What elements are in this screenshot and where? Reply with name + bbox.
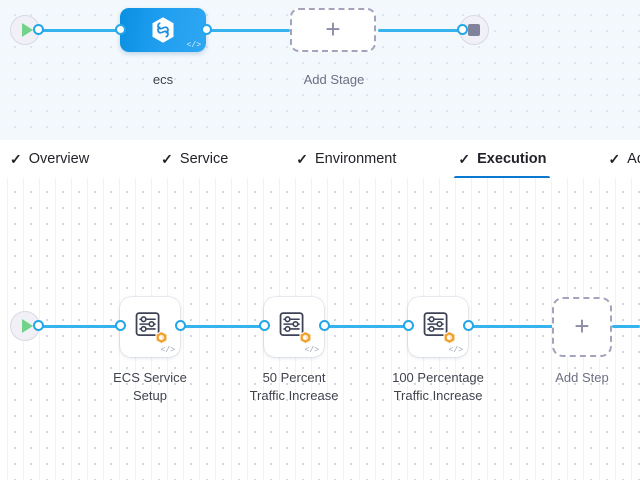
step-settings-icon <box>423 312 448 337</box>
add-stage-button[interactable]: + <box>290 8 376 52</box>
exec-wire-start-to-step1 <box>32 325 124 328</box>
step1-output-port[interactable] <box>175 320 186 331</box>
exec-wire-step1-to-step2 <box>180 325 266 328</box>
stage-ecs-output-port[interactable] <box>201 24 212 35</box>
pipeline-stage-canvas[interactable]: </> ecs + Add Stage <box>0 0 640 140</box>
orange-hexagon-badge <box>443 330 456 345</box>
tab-execution[interactable]: ✓ Execution <box>448 140 556 179</box>
tab-advanced[interactable]: ✓ Advanced <box>598 140 640 178</box>
stage-node-ecs[interactable]: </> <box>120 8 206 52</box>
tab-environment-label: Environment <box>315 151 397 167</box>
step2-input-port[interactable] <box>259 320 270 331</box>
step-node-50-percent-traffic-increase[interactable]: </> <box>264 297 324 357</box>
orange-hexagon-badge <box>155 330 168 345</box>
exec-wire-step2-to-step3 <box>322 325 410 328</box>
tab-service-label: Service <box>179 151 229 167</box>
add-step-button[interactable]: + <box>552 297 612 357</box>
stage-wire-ecs-to-addstage <box>208 29 290 32</box>
exec-wire-step3-to-addstep <box>466 325 554 328</box>
check-icon: ✓ <box>458 151 471 167</box>
step-node-100-percentage-traffic-increase[interactable]: </> <box>408 297 468 357</box>
stop-icon <box>468 24 480 36</box>
check-icon: ✓ <box>608 151 621 167</box>
plus-icon: + <box>325 14 341 44</box>
exec-start-port[interactable] <box>33 320 44 331</box>
step-node-label: ECS Service Setup <box>113 370 187 403</box>
tab-execution-label: Execution <box>477 151 547 167</box>
orange-hexagon-badge <box>299 330 312 345</box>
tab-environment[interactable]: ✓ Environment <box>286 140 406 178</box>
stage-ecs-input-port[interactable] <box>115 24 126 35</box>
plus-icon: + <box>574 311 590 341</box>
stage-wire-addstage-to-end <box>378 29 464 32</box>
tab-service[interactable]: ✓ Service <box>151 140 238 178</box>
step3-input-port[interactable] <box>403 320 414 331</box>
code-glyph-icon: </> <box>304 346 319 355</box>
stage-node-ecs-label: ecs <box>152 72 174 87</box>
tab-overview-label: Overview <box>28 151 90 167</box>
step-settings-icon <box>279 312 304 337</box>
exec-wire-addstep-outgoing <box>612 325 640 328</box>
step2-output-port[interactable] <box>319 320 330 331</box>
tab-advanced-label: Advanced <box>627 151 640 167</box>
tab-overview[interactable]: ✓ Overview <box>0 140 99 178</box>
step3-output-port[interactable] <box>463 320 474 331</box>
stage-wire-start-to-ecs <box>32 29 124 32</box>
code-glyph-icon: </> <box>448 346 463 355</box>
play-icon <box>21 319 33 333</box>
code-glyph-icon: </> <box>160 346 175 355</box>
check-icon: ✓ <box>296 151 308 167</box>
add-step-label: Add Step <box>555 370 609 385</box>
add-stage-label: Add Stage <box>303 72 365 87</box>
step-node-label: 100 Percentage Traffic Increase <box>392 370 484 403</box>
stage-config-tabs[interactable]: ✓ Overview ✓ Service ✓ Environment ✓ Exe… <box>0 140 640 179</box>
step1-input-port[interactable] <box>115 320 126 331</box>
execution-steps-canvas[interactable]: </> ECS Service Setup <box>0 178 640 480</box>
stage-start-port[interactable] <box>33 24 44 35</box>
code-glyph-icon: </> <box>186 41 201 50</box>
step-node-ecs-service-setup[interactable]: </> <box>120 297 180 357</box>
play-icon <box>21 23 33 37</box>
step-settings-icon <box>135 312 160 337</box>
check-icon: ✓ <box>10 151 22 167</box>
ecs-hexagon-icon <box>152 17 174 43</box>
step-node-label: 50 Percent Traffic Increase <box>249 370 339 403</box>
check-icon: ✓ <box>161 151 173 167</box>
stage-end-port[interactable] <box>457 24 468 35</box>
